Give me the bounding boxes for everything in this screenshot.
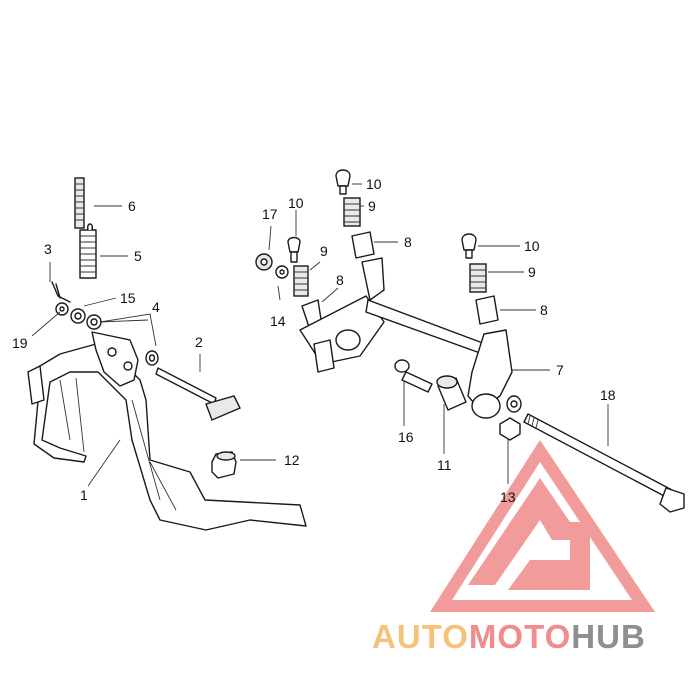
watermark-brand-text: AUTOMOTOHUB — [372, 618, 646, 655]
bolt-spring-bushing-right — [461, 233, 499, 325]
pivot-rod-2 — [155, 367, 241, 421]
callout-15: 14 — [270, 313, 286, 329]
logo-g-shape — [468, 478, 590, 590]
spring-5 — [79, 223, 97, 279]
brand-auto: AUTO — [372, 618, 469, 655]
callout-10-left: 10 — [288, 195, 304, 211]
callout-11: 11 — [437, 457, 452, 473]
bolt-spring-bushing-top — [335, 169, 375, 259]
logo-triangle-outer — [430, 440, 655, 612]
callout-12: 12 — [284, 452, 300, 468]
callout-4: 4 — [152, 299, 160, 315]
callout-7: 7 — [556, 362, 564, 378]
callout-8-top: 8 — [404, 234, 412, 250]
washer-set — [55, 302, 159, 366]
brand-moto: MOTO — [469, 618, 571, 655]
swing-arm-7 — [299, 257, 513, 419]
brand-hub: HUB — [571, 618, 646, 655]
bushing-11 — [436, 375, 467, 411]
callout-18: 18 — [600, 387, 616, 403]
nut-14 — [499, 395, 522, 441]
callout-17: 17 — [262, 206, 278, 222]
rubber-stop-12 — [211, 451, 237, 479]
long-bolt-18 — [523, 413, 685, 513]
bushing-17-15 — [255, 253, 289, 279]
callout-labels: 6 5 3 15 4 19 2 12 1 17 14 10 9 8 10 9 8… — [12, 176, 616, 505]
callout-10-right: 10 — [524, 238, 540, 254]
callout-10-top: 10 — [366, 176, 382, 192]
spring-6 — [74, 177, 85, 229]
bolt-16 — [394, 359, 433, 393]
callout-14: 13 — [500, 489, 516, 505]
callout-9-left: 9 — [320, 243, 328, 259]
callout-2: 2 — [195, 334, 203, 350]
callout-6: 6 — [128, 198, 136, 214]
callout-8-right: 8 — [540, 302, 548, 318]
main-stand-1 — [27, 331, 307, 531]
callout-5: 5 — [134, 248, 142, 264]
callout-3: 3 — [44, 241, 52, 257]
callout-1: 1 — [80, 487, 88, 503]
callout-9-right: 9 — [528, 264, 536, 280]
watermark-logo — [430, 440, 655, 612]
leader-lines — [31, 183, 609, 487]
callout-9-top: 9 — [368, 198, 376, 214]
callout-8-left: 8 — [336, 272, 344, 288]
split-pin-3 — [51, 281, 71, 303]
callout-16: 16 — [398, 429, 414, 445]
callout-13: 15 — [120, 290, 136, 306]
callout-19: 19 — [12, 335, 28, 351]
bolt-spring-bushing-left — [287, 236, 323, 331]
